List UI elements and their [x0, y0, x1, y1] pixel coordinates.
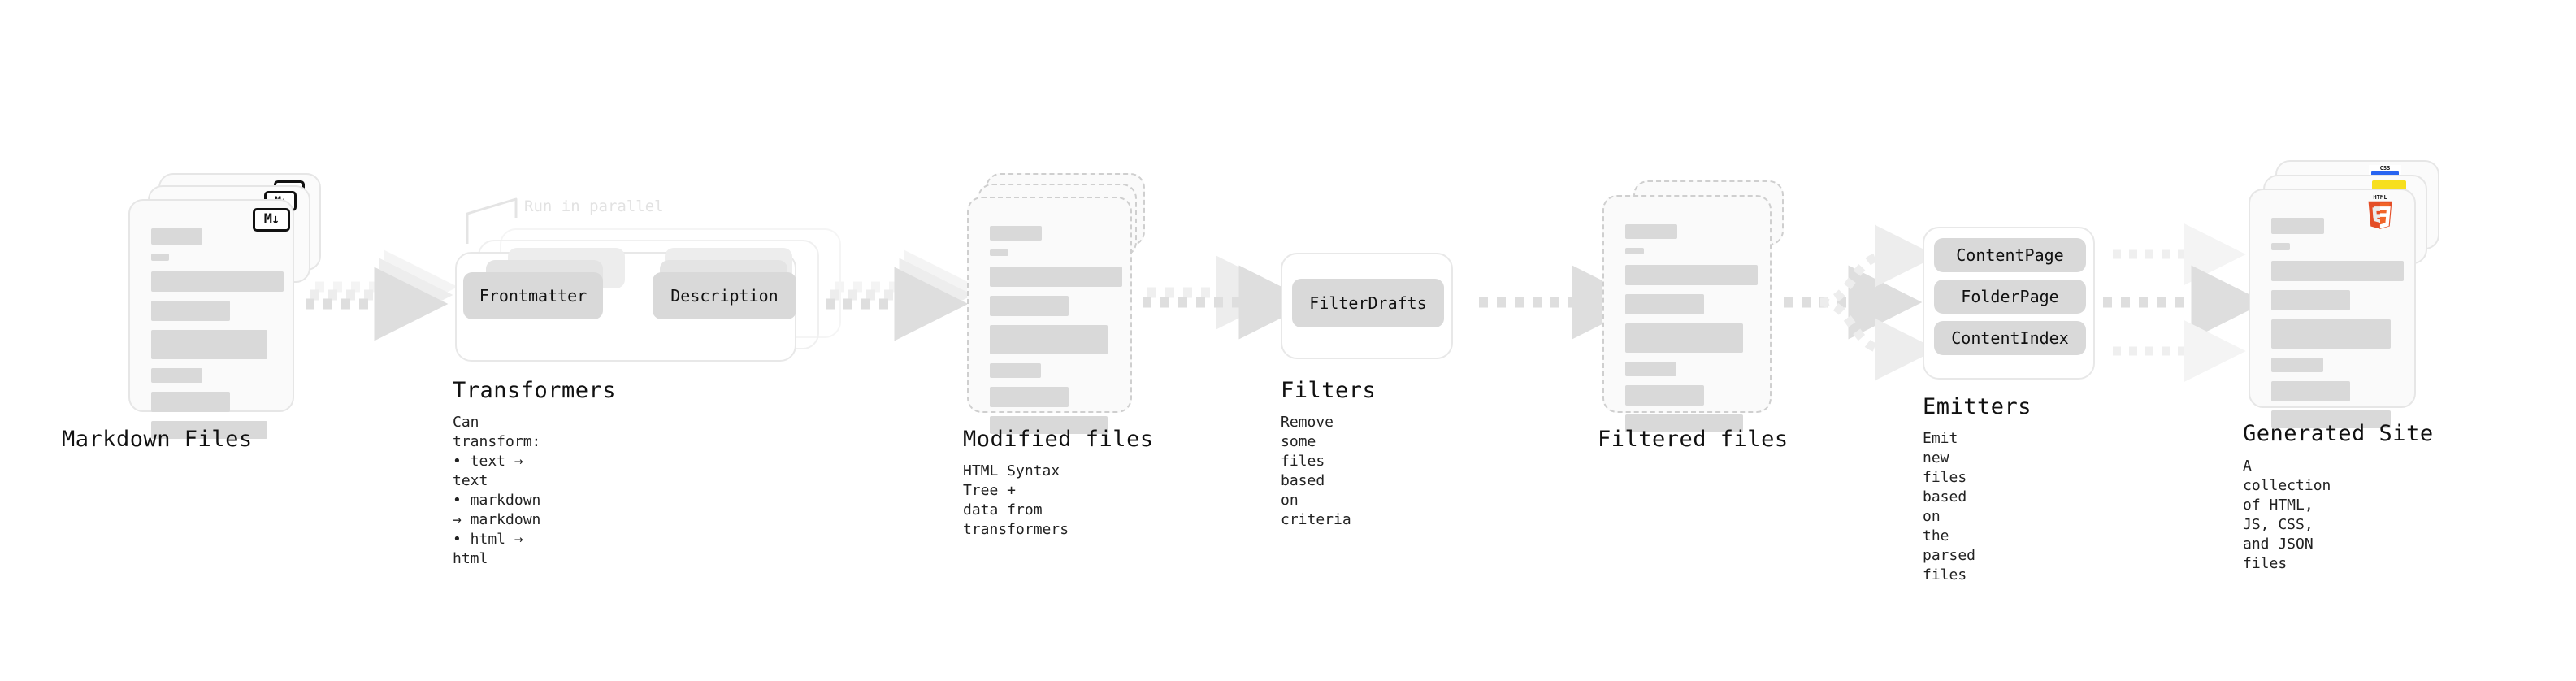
markdown-badge: M↓ [253, 208, 290, 232]
doc-content-lines [2271, 218, 2404, 437]
stage-subtitle-modified-files: HTML Syntax Tree + data from transformer… [963, 462, 1069, 538]
doc-content-lines [1625, 224, 1758, 441]
stage-title-modified-files: Modified files [963, 427, 1154, 452]
transformer-pill-description[interactable]: Description [653, 272, 796, 319]
connector-emitters-to-site [2103, 223, 2266, 383]
html5-badge: HTML [2368, 193, 2392, 229]
stage-subtitle-filters: Remove some files based on criteria [1281, 414, 1351, 528]
emitter-pill-contentindex[interactable]: ContentIndex [1934, 321, 2086, 355]
svg-text:HTML: HTML [2373, 193, 2387, 201]
stage-subtitle-generated-site: A collection of HTML, JS, CSS, and JSON … [2243, 458, 2331, 572]
stage-subtitle-emitters: Emit new files based on the parsed files [1923, 430, 1976, 583]
emitter-pill-contentpage[interactable]: ContentPage [1934, 238, 2086, 272]
modified-card-front[interactable] [967, 197, 1132, 434]
stage-title-emitters: Emitters [1923, 394, 2032, 419]
css-badge-bar [2371, 171, 2399, 176]
run-in-parallel-label: Run in parallel [524, 197, 664, 215]
document-card-front[interactable] [128, 199, 294, 439]
connector-filtered-to-emitters [1784, 224, 1937, 381]
stage-title-filtered-files: Filtered files [1598, 427, 1789, 452]
css-badge-label: CSS [2379, 165, 2391, 171]
connector-modified-to-filters [1143, 255, 1313, 340]
filtered-card-front[interactable] [1602, 195, 1772, 432]
connector-markdown-to-transformers [306, 249, 458, 341]
css-badge: CSS [2369, 165, 2401, 176]
doc-content-lines [990, 226, 1122, 443]
stage-title-generated-site: Generated Site [2243, 421, 2434, 446]
stage-title-transformers: Transformers [453, 378, 617, 403]
doc-content-lines [151, 228, 284, 448]
stage-title-filters: Filters [1281, 378, 1377, 403]
emitter-pill-folderpage[interactable]: FolderPage [1934, 280, 2086, 314]
stage-title-markdown-files: Markdown Files [62, 427, 253, 452]
stage-subtitle-transformers: Can transform: • text → text • markdown … [453, 414, 541, 567]
filter-pill-filterdrafts[interactable]: FilterDrafts [1292, 279, 1444, 327]
transformer-pill-frontmatter[interactable]: Frontmatter [463, 272, 603, 319]
